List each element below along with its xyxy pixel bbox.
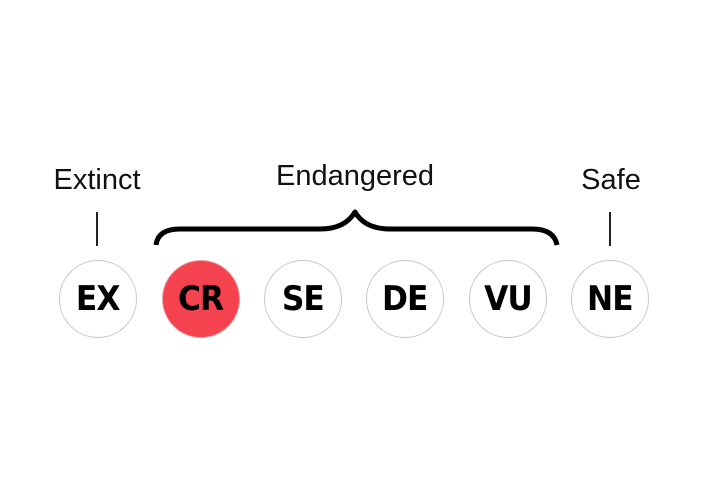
status-circle-vu: VU bbox=[469, 260, 547, 338]
status-code: CR bbox=[178, 279, 224, 319]
status-code: SE bbox=[281, 279, 325, 319]
group-label-extinct: Extinct bbox=[53, 164, 141, 196]
status-code: DE bbox=[382, 279, 428, 319]
status-circle-ex: EX bbox=[59, 260, 137, 338]
group-label-safe: Safe bbox=[581, 164, 641, 196]
safe-connector-line bbox=[609, 212, 611, 246]
status-circle-ne: NE bbox=[571, 260, 649, 338]
status-code: EX bbox=[76, 279, 121, 319]
status-circle-se: SE bbox=[264, 260, 342, 338]
status-circle-cr: CR bbox=[162, 260, 240, 338]
group-label-endangered: Endangered bbox=[275, 160, 435, 192]
status-circle-de: DE bbox=[366, 260, 444, 338]
extinct-connector-line bbox=[96, 212, 98, 246]
status-code: VU bbox=[484, 279, 533, 319]
status-code: NE bbox=[587, 279, 634, 319]
